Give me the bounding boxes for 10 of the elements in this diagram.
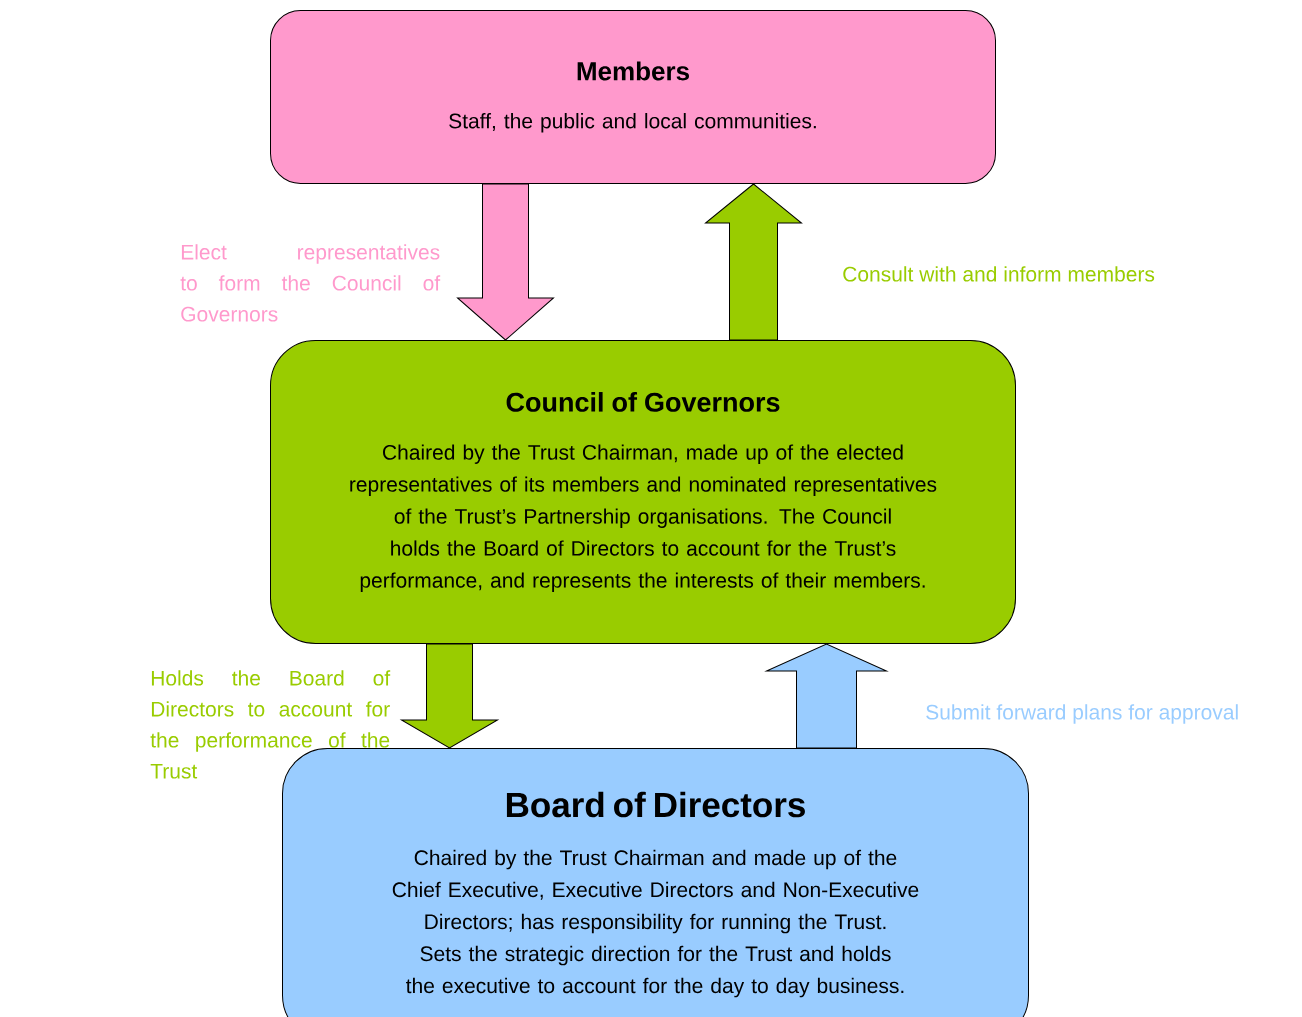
edge-label: Elect representatives to form the Council of Governors — [180, 244, 441, 322]
edge-label: Submit forward plans for approval — [926, 704, 1238, 724]
block-arrow — [401, 643, 498, 749]
rounded-box: Members Staff, the public and local communities. — [270, 10, 996, 184]
edge-label: Consult with and inform members — [843, 266, 1155, 282]
block-arrow — [457, 183, 554, 341]
rounded-box: Board of Directors Chaired by the Trust Chairman and made up of the Chief Executive, Executive Directors and Non-Executive Directors; has responsibility for running the Trust. Sets the strategic direction for the Trust and holds the executive to account for the day to day business. — [282, 748, 1029, 1017]
block-arrow — [766, 643, 887, 749]
block-arrow — [705, 183, 802, 341]
rounded-box: Council of Governors Chaired by the Trust Chairman, made up of the elected representatives of its members and nominated representatives of the Trust’s Partnership organisations. The Council holds the Board of Directors to account for the Trust’s performance, and represents the interests of their members. — [270, 340, 1016, 644]
